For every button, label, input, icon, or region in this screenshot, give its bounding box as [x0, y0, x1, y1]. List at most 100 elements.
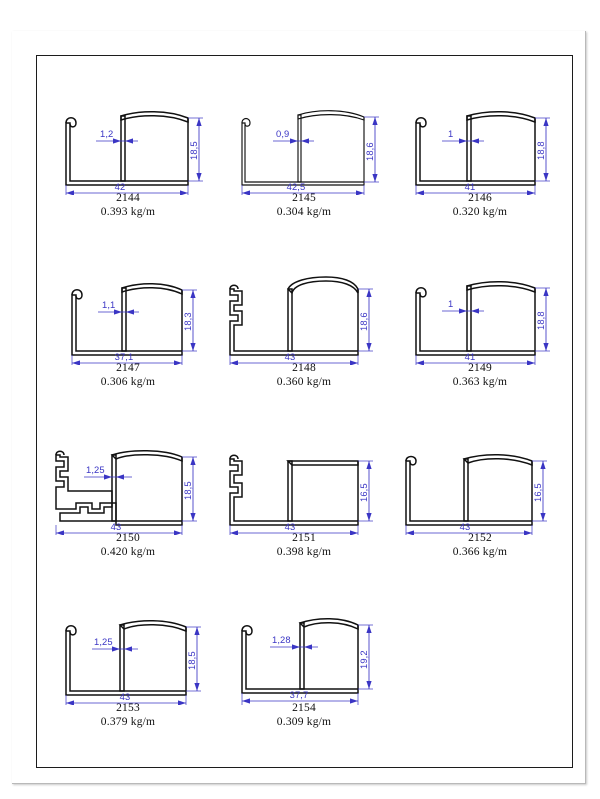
profile-grid: 1,2 18,5	[36, 55, 573, 768]
dimension-height: 19,2	[358, 624, 373, 690]
profile-item[interactable]: 1,25 18,5	[40, 409, 216, 579]
dim-width-text: 42,5	[287, 181, 306, 192]
profile-outline	[415, 280, 536, 356]
profile-item[interactable]: 1 18,8	[392, 69, 568, 239]
dimension-width: 43	[405, 521, 533, 535]
dim-height-text: 16,5	[358, 483, 369, 502]
profile-code: 2151	[292, 532, 316, 544]
dimension-height: 16,5	[358, 460, 373, 522]
profile-item[interactable]: 1,28 19,2	[216, 579, 392, 749]
profile-outline	[241, 110, 365, 186]
profile-drawing-2153: 1,25 18,5	[40, 579, 216, 705]
dimension-width: 41	[415, 181, 536, 195]
profile-weight: 0.309 kg/m	[276, 716, 332, 729]
dim-thickness-text: 1,2	[100, 128, 113, 139]
profile-drawing-2152: 16,5 43	[392, 409, 568, 535]
profile-drawing-2154: 1,28 19,2	[216, 579, 392, 705]
profile-caption: 2146 0.320 kg/m	[392, 191, 568, 219]
profile-code: 2148	[292, 362, 316, 374]
profile-drawing-2151: 16,5 43	[216, 409, 392, 535]
profile-outline	[415, 110, 536, 186]
profile-item[interactable]: 1,25 18,5	[40, 579, 216, 749]
profile-drawing-2149: 1 18,8	[392, 239, 568, 365]
dimension-width: 41	[415, 351, 536, 365]
dim-width-text: 37,7	[290, 689, 309, 700]
dim-width-text: 42	[115, 181, 126, 192]
dimension-thickness: 1	[442, 298, 484, 314]
dimension-thickness: 1,25	[84, 464, 132, 480]
profile-outline	[55, 449, 183, 526]
dim-height-text: 18,6	[364, 142, 375, 161]
dim-width-text: 43	[111, 521, 122, 532]
dimension-thickness: 1	[442, 128, 484, 144]
profile-outline	[405, 453, 533, 526]
dimension-thickness: 1,1	[98, 299, 139, 315]
profile-drawing-2144: 1,2 18,5	[40, 69, 216, 195]
profile-item[interactable]: 1 18,8	[392, 239, 568, 409]
dim-height-text: 19,2	[358, 650, 369, 669]
dim-thickness-text: 1,28	[272, 634, 291, 645]
dimension-height: 18,5	[188, 117, 203, 182]
profile-item[interactable]: 16,5 43 2152 0.366 kg/m	[392, 409, 568, 579]
profile-drawing-2145: 0,9 18,6	[216, 69, 392, 195]
dimension-height: 18,5	[182, 456, 197, 522]
profile-weight: 0.320 kg/m	[452, 206, 508, 219]
profile-outline	[229, 454, 359, 526]
profile-outline	[65, 110, 189, 186]
dim-height-text: 18,6	[358, 312, 369, 331]
profile-weight: 0.304 kg/m	[276, 206, 332, 219]
profile-weight: 0.398 kg/m	[276, 546, 332, 559]
dim-width-text: 43	[285, 521, 296, 532]
dim-width-text: 43	[285, 351, 296, 362]
dim-width-text: 41	[465, 181, 476, 192]
dim-height-text: 18,5	[188, 141, 199, 160]
dim-width-text: 41	[465, 351, 476, 362]
profile-code: 2154	[292, 702, 316, 714]
profile-outline	[71, 283, 183, 356]
dimension-thickness: 0,9	[273, 128, 314, 144]
profile-outline	[241, 618, 359, 694]
profile-item[interactable]: 0,9 18,6	[216, 69, 392, 239]
profile-code: 2153	[116, 702, 140, 714]
dim-width-text: 37,1	[115, 351, 134, 362]
dim-height-text: 18,8	[535, 141, 546, 160]
profile-item[interactable]: 1,1 18,3	[40, 239, 216, 409]
dim-thickness-text: 1,25	[94, 636, 113, 647]
dim-width-text: 43	[120, 691, 131, 702]
dimension-height: 18,8	[535, 117, 550, 182]
dimension-height: 18,6	[364, 116, 379, 183]
dim-thickness-text: 1,1	[102, 299, 115, 310]
dim-height-text: 18,5	[182, 481, 193, 500]
dimension-height: 18,8	[535, 287, 550, 352]
profile-item[interactable]: 16,5 43 2151 0.398 kg/m	[216, 409, 392, 579]
dimension-width: 43	[229, 351, 359, 365]
profile-drawing-2150: 1,25 18,5	[40, 409, 216, 535]
profile-caption: 2153 0.379 kg/m	[40, 701, 216, 729]
dimension-width: 42	[65, 181, 189, 195]
profile-caption: 2145 0.304 kg/m	[216, 191, 392, 219]
profile-code: 2152	[468, 532, 492, 544]
profile-caption: 2144 0.393 kg/m	[40, 191, 216, 219]
profile-caption: 2150 0.420 kg/m	[40, 531, 216, 559]
profile-caption: 2154 0.309 kg/m	[216, 701, 392, 729]
profile-drawing-2148: 18,6 43	[216, 239, 392, 365]
profile-weight: 0.393 kg/m	[100, 206, 156, 219]
profile-outline	[65, 619, 187, 696]
dimension-height: 16,5	[532, 460, 547, 522]
profile-item[interactable]: 18,6 43 2148 0.360 kg/m	[216, 239, 392, 409]
profile-item[interactable]: 1,2 18,5	[40, 69, 216, 239]
profile-caption: 2147 0.306 kg/m	[40, 361, 216, 389]
profile-code: 2150	[116, 532, 140, 544]
dim-height-text: 16,5	[532, 483, 543, 502]
dimension-width: 42,5	[241, 181, 365, 195]
dim-thickness-text: 1,25	[86, 464, 105, 475]
dim-thickness-text: 1	[448, 298, 453, 309]
dimension-width: 43	[65, 691, 187, 705]
dim-height-text: 18,5	[186, 651, 197, 670]
profile-drawing-2146: 1 18,8	[392, 69, 568, 195]
dimension-height: 18,6	[358, 288, 373, 352]
profile-outline	[229, 276, 359, 356]
dim-thickness-text: 1	[448, 128, 453, 139]
profile-caption: 2148 0.360 kg/m	[216, 361, 392, 389]
profile-drawing-2147: 1,1 18,3	[40, 239, 216, 365]
